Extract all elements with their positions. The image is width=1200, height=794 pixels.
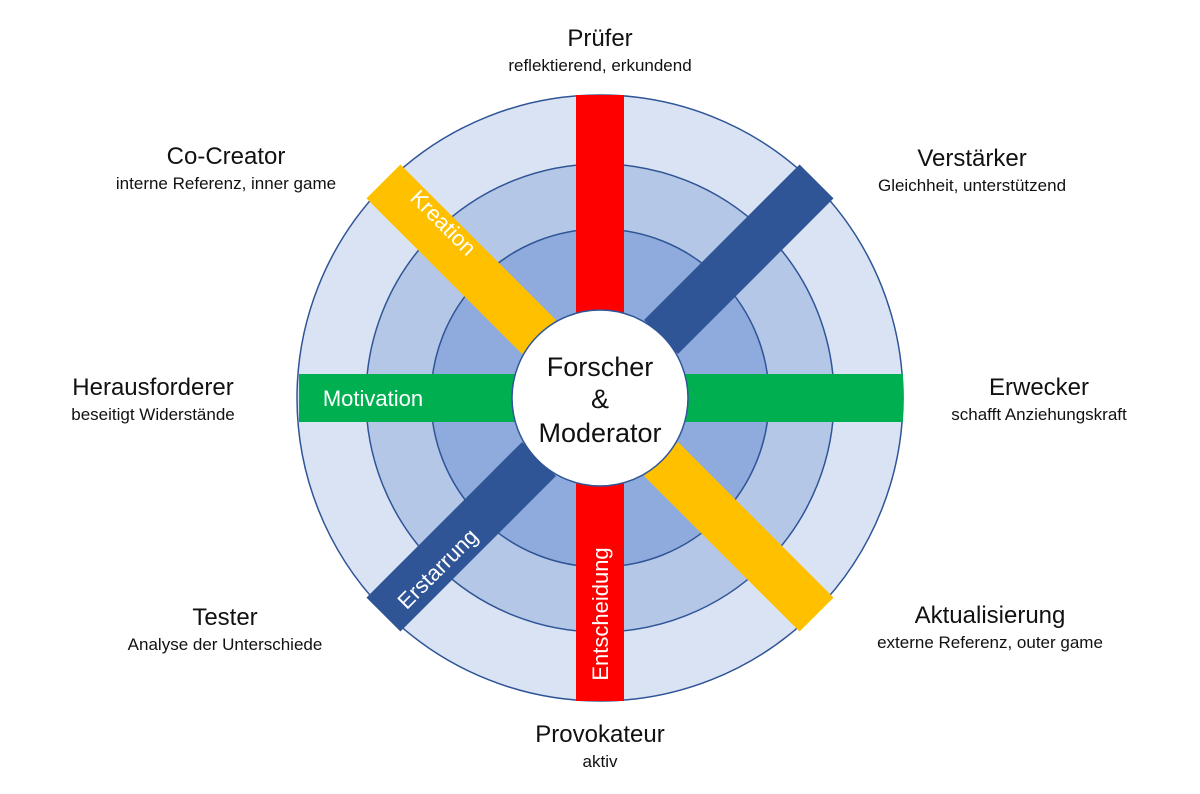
center-line-3: Moderator xyxy=(538,418,661,448)
role-top-right: Verstärker Gleichheit, unterstützend xyxy=(878,144,1066,198)
role-left-desc: beseitigt Widerstände xyxy=(71,405,235,424)
role-top-desc: reflektierend, erkundend xyxy=(508,56,692,75)
role-bottom-left-title: Tester xyxy=(192,604,258,631)
role-top-left-desc: interne Referenz, inner game xyxy=(115,174,337,193)
role-right-desc: schafft Anziehungskraft xyxy=(951,405,1127,424)
role-bottom-left: Tester Analyse der Unterschiede xyxy=(128,603,323,657)
role-bottom-right-title: Aktualisierung xyxy=(914,602,1066,629)
role-left-title: Herausforderer xyxy=(72,374,234,401)
role-bottom-title: Provokateur xyxy=(535,721,665,748)
center-line-2: & xyxy=(591,384,609,414)
center-circle xyxy=(511,309,689,487)
role-bottom: Provokateur aktiv xyxy=(535,720,664,774)
role-top-title: Prüfer xyxy=(567,25,633,52)
role-top: Prüfer reflektierend, erkundend xyxy=(508,24,691,78)
role-top-right-desc: Gleichheit, unterstützend xyxy=(877,176,1067,195)
role-right: Erwecker schafft Anziehungskraft xyxy=(951,373,1126,427)
axis-bar-left-green xyxy=(299,374,515,422)
bar-label-entscheidung: Entscheidung xyxy=(588,547,613,680)
role-bottom-right-desc: externe Referenz, outer game xyxy=(877,633,1103,652)
role-left: Herausforderer beseitigt Widerstände xyxy=(71,373,234,427)
role-top-left-title: Co-Creator xyxy=(166,143,286,170)
axis-bar-upper-right-blue xyxy=(644,164,834,354)
role-right-title: Erwecker xyxy=(988,374,1090,401)
role-top-right-title: Verstärker xyxy=(917,145,1027,172)
axis-bar-lower-left-blue xyxy=(366,442,556,632)
axis-bar-bottom-red xyxy=(576,483,624,701)
role-bottom-desc: aktiv xyxy=(582,752,618,771)
role-bottom-left-desc: Analyse der Unterschiede xyxy=(127,635,323,654)
center-line-1: Forscher xyxy=(547,352,654,382)
axis-bar-top-red xyxy=(576,95,624,313)
axis-bar-right-green xyxy=(685,374,903,422)
axis-bar-lower-right-yellow xyxy=(644,442,834,632)
role-bottom-right: Aktualisierung externe Referenz, outer g… xyxy=(877,601,1103,655)
role-top-left: Co-Creator interne Referenz, inner game xyxy=(116,142,336,196)
bar-label-motivation: Motivation xyxy=(323,386,423,411)
axis-bar-upper-left-yellow xyxy=(366,164,556,354)
